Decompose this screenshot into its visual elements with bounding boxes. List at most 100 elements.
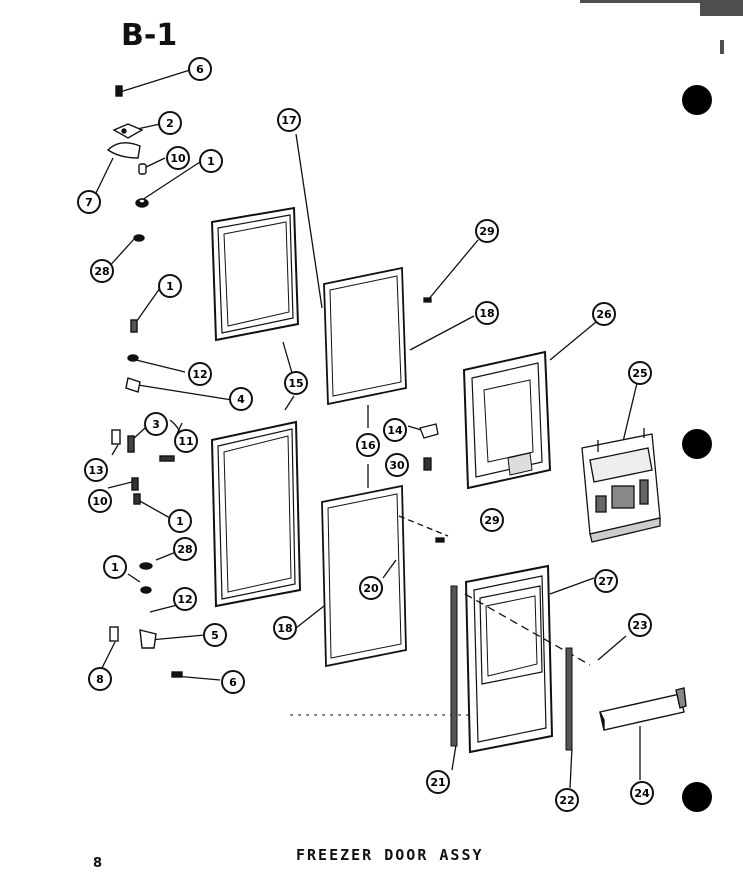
callout-14: 14 bbox=[383, 418, 407, 442]
leader-lines bbox=[94, 69, 641, 789]
callout-27: 27 bbox=[594, 569, 618, 593]
callout-number: 2 bbox=[166, 117, 174, 130]
callout-7: 7 bbox=[77, 190, 101, 214]
callout-circle bbox=[356, 433, 380, 457]
callout-circle bbox=[475, 219, 499, 243]
callout-28: 28 bbox=[90, 259, 114, 283]
scan-artifact bbox=[580, 0, 743, 54]
callout-circle bbox=[84, 458, 108, 482]
callout-6: 6 bbox=[221, 670, 245, 694]
hinge-pin-part bbox=[130, 319, 138, 333]
callout-circle bbox=[480, 508, 504, 532]
callout-12: 12 bbox=[188, 362, 212, 386]
callout-number: 10 bbox=[170, 152, 186, 165]
callout-circle bbox=[475, 301, 499, 325]
callout-number: 21 bbox=[430, 776, 445, 789]
callout-circle bbox=[555, 788, 579, 812]
callout-6: 6 bbox=[188, 57, 212, 81]
callout-10: 10 bbox=[88, 489, 112, 513]
bushing-part bbox=[138, 163, 147, 175]
callout-number: 28 bbox=[177, 543, 192, 556]
callout-number: 28 bbox=[94, 265, 109, 278]
callout-circle bbox=[158, 274, 182, 298]
callout-1: 1 bbox=[168, 509, 192, 533]
trim-strip-left bbox=[450, 585, 458, 747]
callout-circle bbox=[103, 555, 127, 579]
callout-circle bbox=[630, 781, 654, 805]
callout-24: 24 bbox=[630, 781, 654, 805]
callout-29: 29 bbox=[480, 508, 504, 532]
callout-number: 22 bbox=[559, 794, 574, 807]
binder-hole-bottom bbox=[682, 782, 712, 812]
callout-number: 13 bbox=[88, 464, 103, 477]
callout-number: 1 bbox=[176, 515, 184, 528]
callout-1: 1 bbox=[103, 555, 127, 579]
callout-number: 29 bbox=[484, 514, 499, 527]
binder-holes bbox=[682, 85, 712, 812]
callout-number: 23 bbox=[632, 619, 647, 632]
callout-5: 5 bbox=[203, 623, 227, 647]
callout-circle bbox=[229, 387, 253, 411]
callout-number: 30 bbox=[389, 459, 405, 472]
trim-strip-right bbox=[565, 647, 573, 751]
callout-number: 8 bbox=[96, 673, 104, 686]
callout-circle bbox=[77, 190, 101, 214]
callout-13: 13 bbox=[84, 458, 108, 482]
callout-11: 11 bbox=[174, 429, 198, 453]
callout-circle bbox=[426, 770, 450, 794]
callout-number: 17 bbox=[281, 114, 296, 127]
callout-number: 11 bbox=[178, 435, 193, 448]
callout-3: 3 bbox=[144, 412, 168, 436]
callout-number: 12 bbox=[192, 368, 207, 381]
callout-number: 29 bbox=[479, 225, 494, 238]
callout-15: 15 bbox=[284, 371, 308, 395]
spacer-part bbox=[133, 234, 145, 242]
callout-2: 2 bbox=[158, 111, 182, 135]
callout-number: 26 bbox=[596, 308, 612, 321]
callout-circle bbox=[628, 361, 652, 385]
callout-1: 1 bbox=[199, 149, 223, 173]
callout-29: 29 bbox=[475, 219, 499, 243]
callout-21: 21 bbox=[426, 770, 450, 794]
pin-part-2 bbox=[131, 477, 141, 505]
callout-circle bbox=[188, 57, 212, 81]
callout-circle bbox=[174, 429, 198, 453]
callout-number: 1 bbox=[111, 561, 119, 574]
callout-number: 1 bbox=[207, 155, 215, 168]
door-liner bbox=[462, 350, 552, 490]
spacer-part-2 bbox=[139, 562, 153, 570]
callout-20: 20 bbox=[359, 576, 383, 600]
callout-circle bbox=[166, 146, 190, 170]
stop-part bbox=[111, 429, 135, 453]
callout-18: 18 bbox=[475, 301, 499, 325]
screw-part bbox=[115, 85, 123, 97]
callout-circle bbox=[628, 613, 652, 637]
callout-number: 27 bbox=[598, 575, 613, 588]
page-id: B-1 bbox=[121, 18, 178, 53]
door-panel-upper bbox=[323, 266, 407, 406]
callout-circle bbox=[173, 537, 197, 561]
diagram-caption: FREEZER DOOR ASSY bbox=[296, 846, 484, 864]
callout-number: 18 bbox=[479, 307, 494, 320]
callout-number: 5 bbox=[211, 629, 219, 642]
callout-circle bbox=[88, 667, 112, 691]
callout-number: 7 bbox=[85, 196, 93, 209]
callout-23: 23 bbox=[628, 613, 652, 637]
hinge-bracket-mid bbox=[125, 377, 141, 393]
callout-circle bbox=[592, 302, 616, 326]
callout-number: 16 bbox=[360, 439, 376, 452]
door-frame-upper bbox=[210, 206, 300, 342]
callout-circle bbox=[158, 111, 182, 135]
callout-circle bbox=[168, 509, 192, 533]
callout-circle bbox=[203, 623, 227, 647]
callout-number: 25 bbox=[632, 367, 647, 380]
callout-28: 28 bbox=[173, 537, 197, 561]
door-shelf-bin bbox=[599, 687, 687, 731]
callout-circle bbox=[188, 362, 212, 386]
callout-12: 12 bbox=[173, 587, 197, 611]
callout-25: 25 bbox=[628, 361, 652, 385]
callout-17: 17 bbox=[277, 108, 301, 132]
hinge-bracket-top bbox=[112, 123, 144, 139]
